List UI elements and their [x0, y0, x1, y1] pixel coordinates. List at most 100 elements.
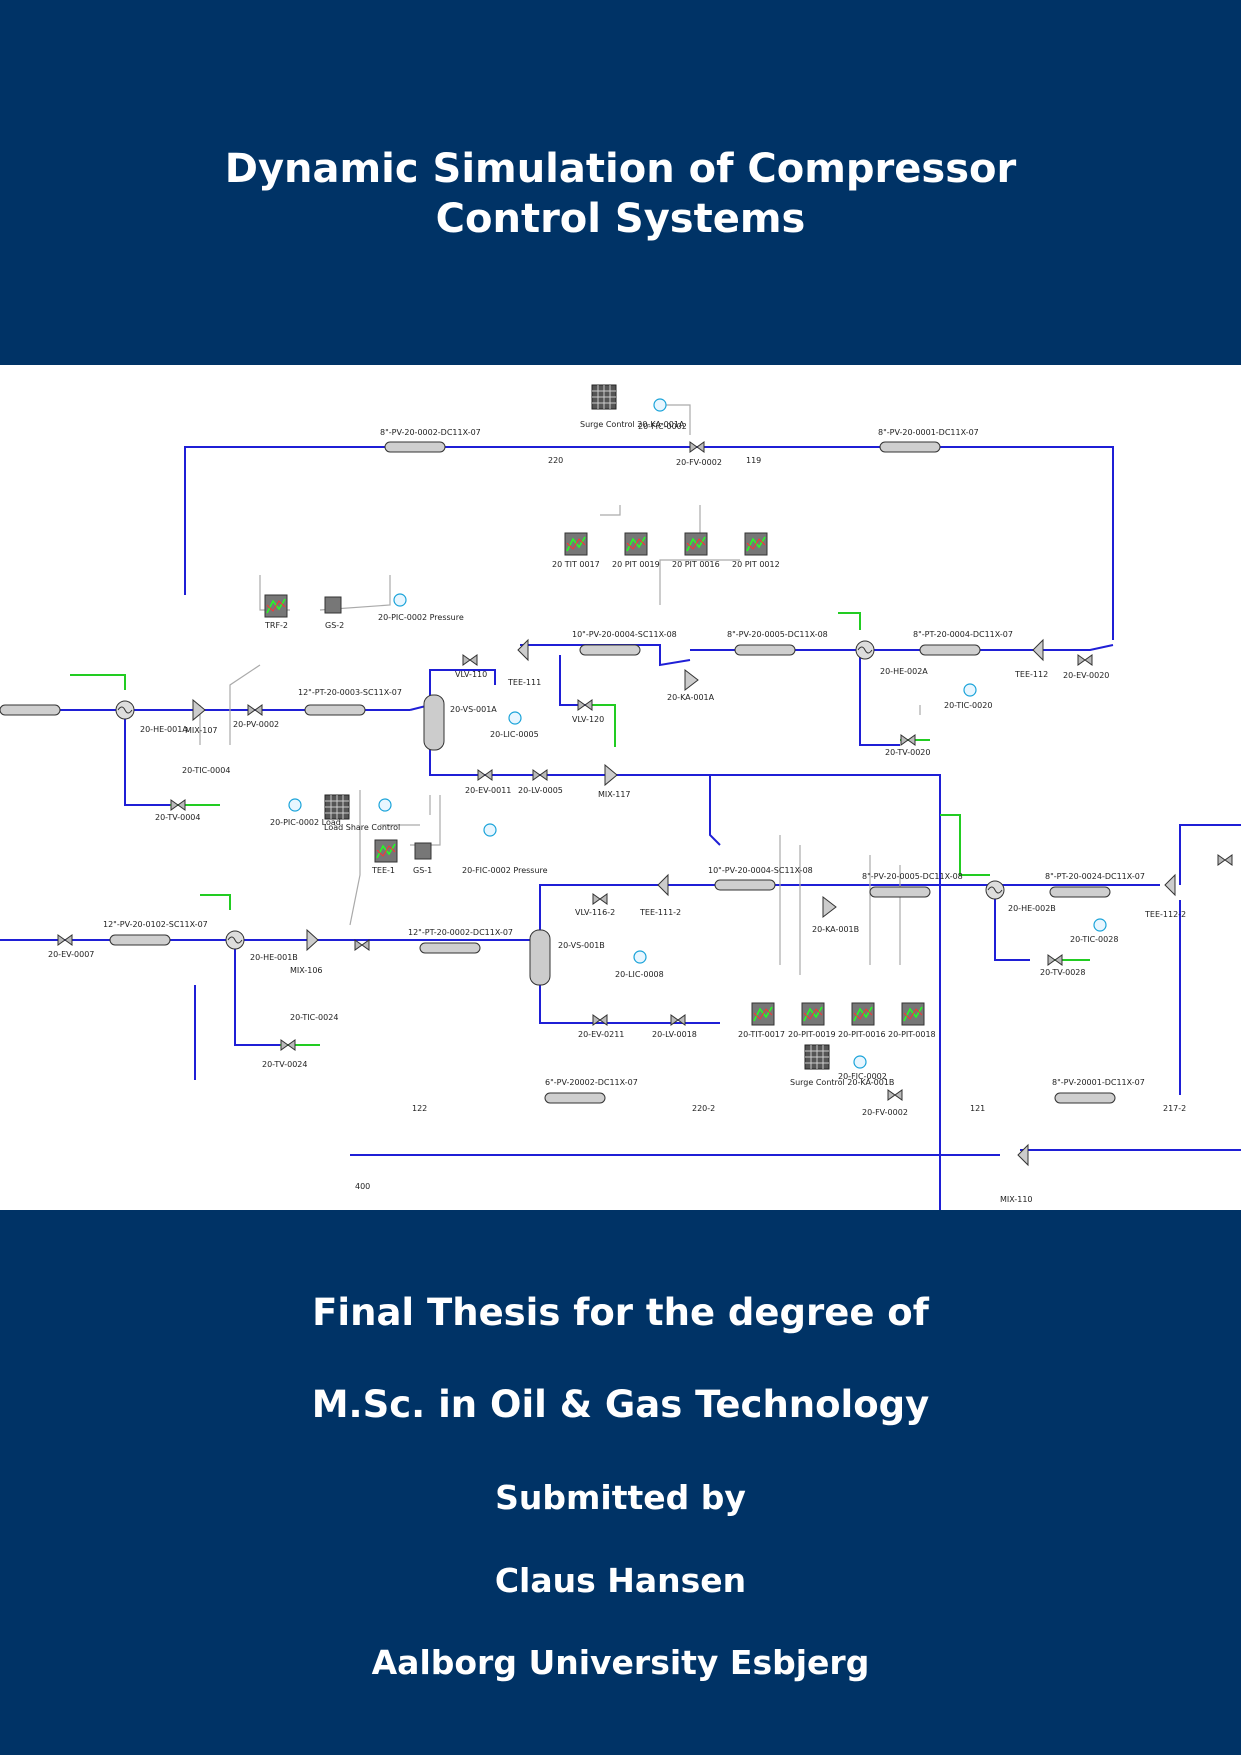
stream-label: 122 — [412, 1104, 427, 1113]
fic-pressure-label: 20-FIC-0002 Pressure — [462, 866, 548, 875]
compressor-icon — [684, 668, 699, 692]
valve-icon — [1217, 854, 1233, 866]
compressor-label: 20-KA-001B — [812, 925, 859, 934]
tee-label: TEE-112 — [1014, 670, 1048, 679]
vessel-label: 20-VS-001A — [450, 705, 497, 714]
line-label: 8"-PV-20-0005-DC11X-08 — [727, 630, 828, 639]
valve-icon — [477, 769, 493, 781]
trend-icon — [264, 594, 288, 618]
hx-label: 20-HE-002A — [880, 667, 928, 676]
pipe-segment — [304, 704, 366, 716]
hx-label: 20-HE-002B — [1008, 904, 1056, 913]
indicator-icon — [1093, 918, 1107, 932]
indicator-icon — [378, 798, 392, 812]
mixer-label: MIX-106 — [290, 966, 323, 975]
tic-label: 20-TIC-0028 — [1070, 935, 1118, 944]
tee-label: TEE-111-2 — [639, 908, 681, 917]
valve-icon — [592, 893, 608, 905]
info-band: Final Thesis for the degree of M.Sc. in … — [0, 1210, 1241, 1755]
line-label: 12"-PT-20-0003-SC11X-07 — [298, 688, 402, 697]
trend-label: 20 TIT 0017 — [552, 560, 600, 569]
line-label: 10"-PV-20-0004-SC11X-08 — [708, 866, 813, 875]
lv-label: 20-LV-0018 — [652, 1030, 697, 1039]
trend-icon — [801, 1002, 825, 1026]
heat-exchanger-icon — [985, 880, 1005, 900]
mixer-icon — [604, 763, 618, 787]
heat-exchanger-icon — [115, 700, 135, 720]
tee-label: TEE-112-2 — [1144, 910, 1186, 919]
pipe-segment — [544, 1092, 606, 1104]
stream-label: 220 — [548, 456, 563, 465]
tee-icon — [1164, 873, 1176, 897]
submitted-by-label: Submitted by — [495, 1478, 746, 1517]
trend-label: 20-PIT-0016 — [838, 1030, 886, 1039]
line-label: 8"-PV-20-0002-DC11X-07 — [380, 428, 481, 437]
tic-label: 20-TIC-0004 — [182, 766, 230, 775]
valve-icon — [577, 699, 593, 711]
separator-vessel-top — [423, 694, 445, 751]
block-label: GS-2 — [325, 621, 344, 630]
valve-icon — [532, 769, 548, 781]
ev-label: 20-EV-0020 — [1063, 671, 1109, 680]
trend-label: 20-PIT-0019 — [788, 1030, 836, 1039]
pipe-segment — [384, 441, 446, 453]
lv-label: 20-LV-0005 — [518, 786, 563, 795]
indicator-icon — [508, 711, 522, 725]
pv-label: 20-PV-0002 — [233, 720, 279, 729]
line-label: 8"-PV-20-0001-DC11X-07 — [878, 428, 979, 437]
line-label: 10"-PV-20-0004-SC11X-08 — [572, 630, 677, 639]
stream-label: 121 — [970, 1104, 985, 1113]
surge-control-top-icon — [591, 384, 617, 410]
pipe-segment — [734, 644, 796, 656]
heat-exchanger-icon — [225, 930, 245, 950]
author-name: Claus Hansen — [494, 1561, 747, 1600]
pipe-segment — [714, 879, 776, 891]
tic-label: 20-TIC-0024 — [290, 1013, 338, 1022]
compressor-label: 20-KA-001A — [667, 693, 715, 702]
degree-line-1: Final Thesis for the degree of — [312, 1291, 929, 1334]
block-label: GS-1 — [413, 866, 432, 875]
valve-icon — [900, 734, 916, 746]
trend-icon — [851, 1002, 875, 1026]
pipe-segment — [419, 942, 481, 954]
indicator-icon — [288, 798, 302, 812]
pipe-segment — [869, 886, 931, 898]
tv-label: 20-TV-0004 — [155, 813, 200, 822]
indicator-icon — [633, 950, 647, 964]
pipe-segment — [879, 441, 941, 453]
lic-label: 20-LIC-0005 — [490, 730, 539, 739]
mixer-label: MIX-107 — [185, 726, 218, 735]
valve-icon — [354, 939, 370, 951]
valve-icon — [462, 654, 478, 666]
tee-icon — [517, 638, 529, 662]
ev-label: 20-EV-0211 — [578, 1030, 624, 1039]
surge-control-top-label: Surge Control 20-KA-001A — [580, 420, 685, 429]
stream-label: 119 — [746, 456, 761, 465]
compressor-icon — [822, 895, 837, 919]
trend-icon — [901, 1002, 925, 1026]
fv-top-label: 20-FV-0002 — [676, 458, 722, 467]
process-flow-diagram: Surge Control 20-KA-001A 20-FIC-0002 20-… — [0, 384, 1241, 1210]
mixer-label: MIX-110 — [1000, 1195, 1033, 1204]
tv-label: 20-TV-0020 — [885, 748, 930, 757]
line-label: 6"-PV-20002-DC11X-07 — [545, 1078, 638, 1087]
pipe-segment — [1049, 886, 1111, 898]
lic-label: 20-LIC-0008 — [615, 970, 664, 979]
vessel-label: 20-VS-001B — [558, 941, 605, 950]
mixer-icon — [1017, 1143, 1029, 1167]
line-label: 12"-PT-20-0002-DC11X-07 — [408, 928, 513, 937]
stream-label: 220-2 — [692, 1104, 715, 1113]
tv-label: 20-TV-0028 — [1040, 968, 1085, 977]
tee-icon — [657, 873, 669, 897]
trend-icon — [684, 532, 708, 556]
indicator-icon — [853, 1055, 867, 1069]
valve-label: VLV-110 — [455, 670, 487, 679]
university-name: Aalborg University Esbjerg — [371, 1643, 870, 1682]
load-pic-label: 20-PIC-0002 Load — [270, 818, 341, 827]
line-label: 8"-PV-20-0005-DC11X-08 — [862, 872, 963, 881]
title-band: Dynamic Simulation of Compressor Control… — [0, 0, 1241, 365]
pipe-segment — [109, 934, 171, 946]
pipe-segment — [579, 644, 641, 656]
gs1-block — [414, 842, 432, 860]
